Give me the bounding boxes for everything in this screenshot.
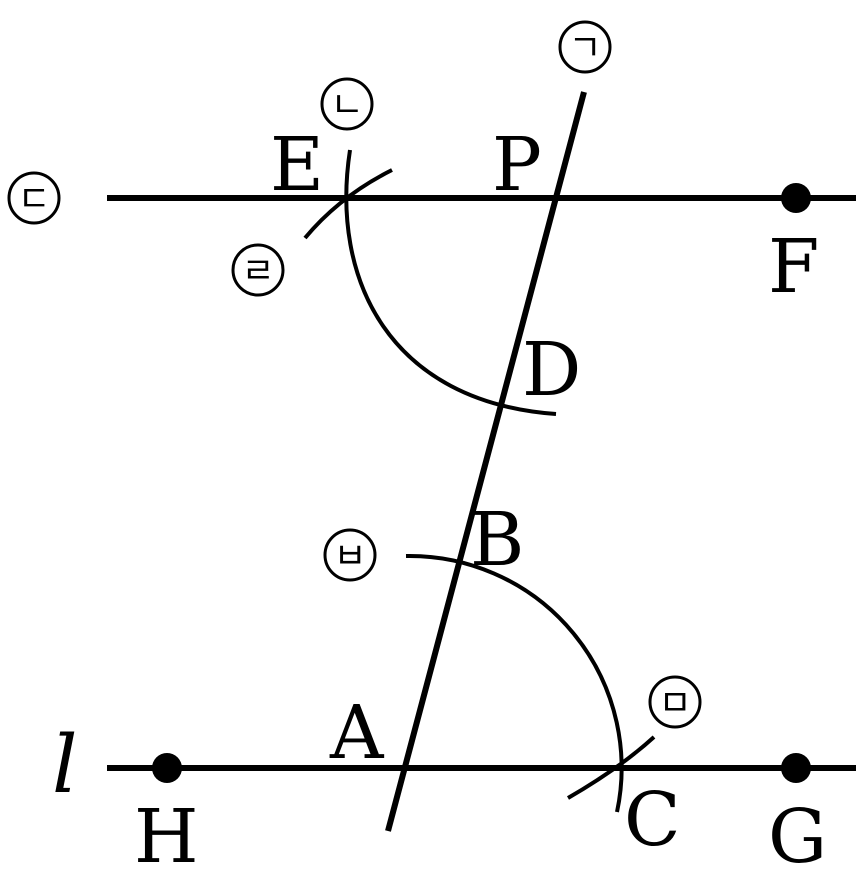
arc-c-small [567,735,656,800]
step-marker-5: ㅁ [648,675,702,729]
svg-text:ㄱ: ㄱ [568,28,601,69]
step-marker-2: ㄴ [320,77,374,131]
label-a: A [329,690,385,776]
label-h: H [134,794,199,880]
label-d: D [522,327,581,413]
label-g: G [768,794,827,880]
arc-bc [405,553,624,813]
point-f-dot [781,183,811,213]
arc-e-small [303,168,393,240]
step-marker-6: ㅂ [323,528,377,582]
svg-text:ㅂ: ㅂ [333,536,366,577]
point-h-dot [152,753,182,783]
label-e: E [270,122,324,208]
label-line-l: l [52,718,78,811]
svg-text:ㄴ: ㄴ [330,85,363,126]
step-marker-3: ㄷ [7,171,61,225]
point-g-dot [781,753,811,783]
transversal-line [385,91,587,832]
step-marker-1: ㄱ [558,20,612,74]
svg-text:ㄹ: ㄹ [241,251,274,292]
label-b: B [470,497,524,583]
label-p: P [492,122,542,208]
label-c: C [624,777,681,863]
svg-text:ㅁ: ㅁ [658,683,691,724]
label-f: F [768,224,819,310]
svg-text:ㄷ: ㄷ [17,179,50,220]
arc-ed [344,149,557,416]
step-marker-4: ㄹ [231,243,285,297]
